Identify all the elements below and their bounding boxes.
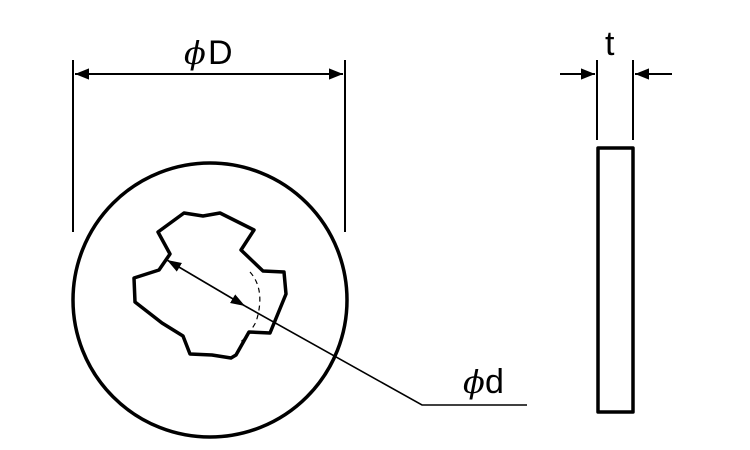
inner-diameter-label: ϕ d — [463, 363, 504, 401]
inner-diameter-text: d — [485, 363, 504, 401]
front-view: ϕ d ϕ D — [71, 34, 527, 439]
inner-diameter-dashed-arc — [238, 271, 261, 344]
outer-diameter-text: D — [208, 34, 233, 72]
washer-side-profile — [596, 146, 635, 414]
outer-diameter-label: ϕ D — [184, 34, 233, 72]
thickness-label: t — [605, 25, 615, 63]
washer-tabbed-hole — [132, 211, 288, 360]
washer-outer-edge — [71, 161, 349, 439]
diameter-symbol: ϕ — [463, 363, 485, 401]
inner-diameter-leader-line — [244, 305, 527, 406]
side-view: t — [560, 25, 672, 414]
diameter-symbol: ϕ — [184, 34, 206, 72]
inner-diameter-dimension-line — [166, 259, 246, 307]
